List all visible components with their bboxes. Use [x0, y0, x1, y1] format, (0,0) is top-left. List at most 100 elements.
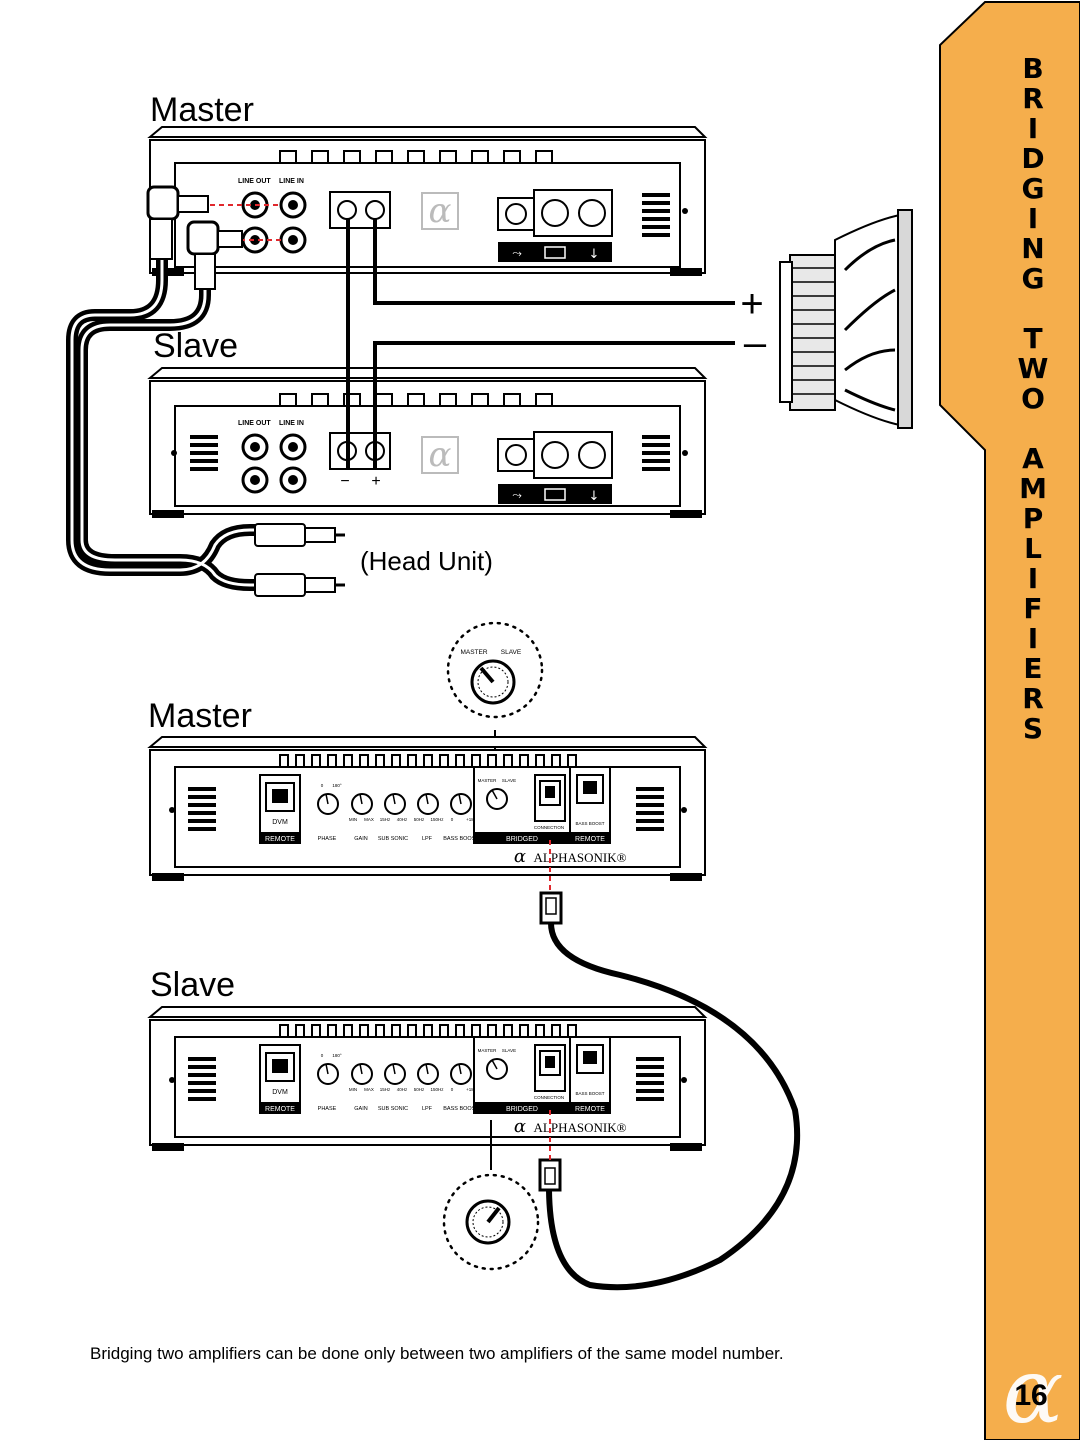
slave-minus-sign: −: [340, 473, 349, 490]
side-tab-letter: I: [1028, 202, 1038, 235]
svg-text:0: 0: [451, 1087, 454, 1092]
alpha-brand-icon: α: [514, 1116, 526, 1137]
dvm-label: DVM: [272, 1089, 288, 1096]
brand-name: ALPHASONIK®: [534, 850, 627, 865]
side-tab-letter: O: [1021, 382, 1045, 415]
svg-text:0: 0: [321, 783, 324, 788]
side-tab-letter: I: [1028, 562, 1038, 595]
svg-text:180°: 180°: [332, 1053, 342, 1058]
svg-text:50Hz: 50Hz: [414, 817, 425, 822]
speaker-minus-sign: –: [744, 321, 767, 365]
control-label: LPF: [422, 1106, 433, 1112]
control-label: SUB SONIC: [378, 1106, 408, 1112]
svg-text:MASTER: MASTER: [460, 649, 487, 656]
svg-text:MIN: MIN: [349, 1087, 357, 1092]
remote-label-2: REMOTE: [575, 1106, 605, 1113]
control-label: GAIN: [354, 1106, 367, 1112]
svg-text:40Hz: 40Hz: [397, 817, 408, 822]
side-tab: [939, 0, 1080, 1440]
master-slave-knob-slave: [442, 1120, 540, 1271]
svg-text:0: 0: [451, 817, 454, 822]
bass-boost-label: BASS BOOST: [575, 1091, 604, 1096]
control-label: SUB SONIC: [378, 836, 408, 842]
alpha-brand-icon: α: [514, 846, 526, 867]
svg-text:MIN: MIN: [349, 817, 357, 822]
subwoofer-image: [779, 209, 913, 429]
control-label: BASS BOOST: [443, 1106, 479, 1112]
svg-text:40Hz: 40Hz: [397, 1087, 408, 1092]
svg-text:⤳: ⤳: [512, 488, 522, 502]
svg-text:α: α: [429, 435, 452, 475]
svg-text:LINE IN: LINE IN: [279, 178, 304, 185]
svg-text:LINE OUT: LINE OUT: [238, 420, 271, 427]
side-tab-letter: P: [1023, 502, 1044, 535]
svg-text:180°: 180°: [332, 783, 342, 788]
svg-text:MASTER: MASTER: [478, 778, 498, 783]
connection-label: CONNECTION: [534, 825, 564, 830]
side-tab-letter: G: [1022, 172, 1045, 205]
bridged-label: BRIDGED: [506, 1106, 538, 1113]
bottom-slave-label: Slave: [150, 966, 235, 1004]
side-tab-letter: I: [1028, 112, 1038, 145]
svg-text:LINE OUT: LINE OUT: [238, 178, 271, 185]
control-label: LPF: [422, 836, 433, 842]
control-label: GAIN: [354, 836, 367, 842]
svg-text:150Hz: 150Hz: [430, 817, 444, 822]
side-tab-letter: N: [1021, 232, 1044, 265]
top-slave-label: Slave: [153, 327, 238, 365]
control-label: PHASE: [318, 836, 337, 842]
side-tab-letter: S: [1023, 712, 1043, 745]
alpha-logo-icon: α: [1003, 1339, 1064, 1440]
side-tab-letter: D: [1021, 142, 1044, 175]
svg-text:SLAVE: SLAVE: [502, 778, 516, 783]
page-number-overlay: 16: [1014, 1379, 1047, 1412]
brand-name: ALPHASONIK®: [534, 1120, 627, 1135]
side-tab-letter: E: [1023, 652, 1042, 685]
caption: Bridging two amplifiers can be done only…: [90, 1344, 784, 1363]
svg-text:↓: ↓: [589, 247, 600, 262]
side-tab-letter: R: [1022, 682, 1044, 715]
head-unit-label: (Head Unit): [360, 546, 493, 576]
control-label: BASS BOOST: [443, 836, 479, 842]
page-number: 16: [1014, 1379, 1047, 1412]
side-tab-letter: I: [1028, 622, 1038, 655]
side-tab-letter: G: [1022, 262, 1045, 295]
svg-text:MASTER: MASTER: [478, 1048, 498, 1053]
slave-plus-sign: +: [371, 473, 380, 490]
svg-text:↓: ↓: [589, 489, 600, 504]
svg-text:α: α: [429, 191, 452, 231]
top-slave-amp: LINE OUT LINE IN − + α ⤳ ↓: [147, 367, 708, 518]
side-tab-letter: W: [1018, 352, 1049, 385]
svg-text:15Hz: 15Hz: [380, 1087, 391, 1092]
side-tab-letter: A: [1022, 442, 1044, 475]
svg-text:+18: +18: [466, 817, 474, 822]
remote-label: REMOTE: [265, 836, 295, 843]
svg-text:LINE IN: LINE IN: [279, 420, 304, 427]
speaker-plus-sign: +: [740, 282, 763, 326]
side-tab-letter: M: [1019, 472, 1047, 505]
svg-text:SLAVE: SLAVE: [502, 1048, 516, 1053]
svg-text:⤳: ⤳: [512, 246, 522, 260]
svg-text:50Hz: 50Hz: [414, 1087, 425, 1092]
bass-boost-label: BASS BOOST: [575, 821, 604, 826]
top-master-amp: LINE OUT LINE IN α ⤳ ↓: [147, 126, 708, 276]
bottom-master-label: Master: [148, 697, 252, 735]
svg-text:MAX: MAX: [364, 1087, 374, 1092]
svg-text:150Hz: 150Hz: [430, 1087, 444, 1092]
side-tab-letter: L: [1024, 532, 1042, 565]
bottom-master-amp: DVM REMOTE 0 180° MIN MAX 15Hz 40Hz 50Hz 150Hz 0 +1…: [147, 736, 708, 881]
svg-text:15Hz: 15Hz: [380, 817, 391, 822]
side-tab-letter: B: [1022, 52, 1043, 85]
top-master-label: Master: [150, 91, 254, 129]
side-tab-letter: F: [1023, 592, 1042, 625]
link-cable: [538, 840, 801, 1291]
control-label: PHASE: [318, 1106, 337, 1112]
bridged-label: BRIDGED: [506, 836, 538, 843]
dvm-label: DVM: [272, 819, 288, 826]
remote-label: REMOTE: [265, 1106, 295, 1113]
svg-text:MAX: MAX: [364, 817, 374, 822]
svg-text:+18: +18: [466, 1087, 474, 1092]
rca-cables: [66, 185, 345, 597]
